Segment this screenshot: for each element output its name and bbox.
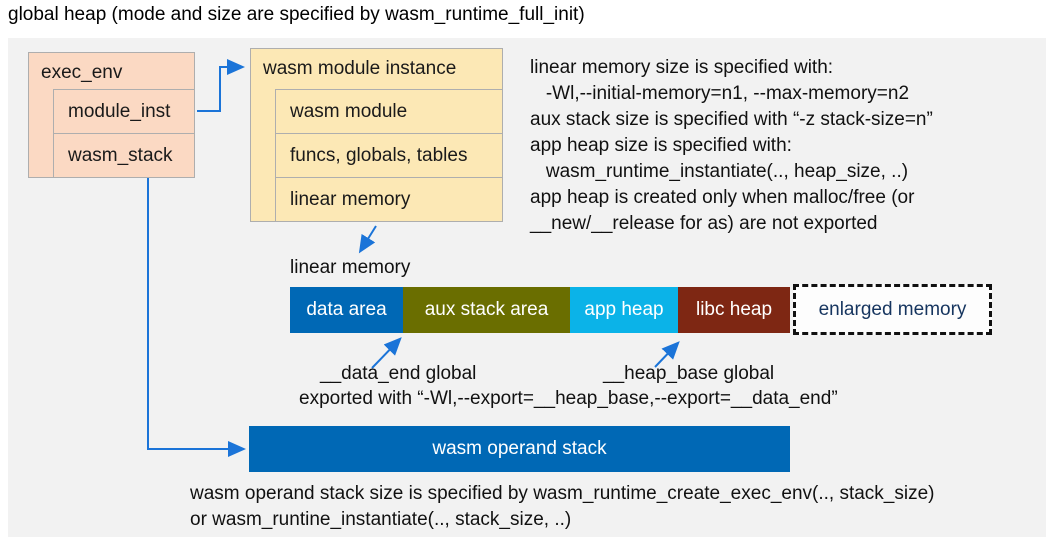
note-line: app heap is created only when malloc/fre… [530,187,915,208]
note-line: or wasm_runtine_instantiate(.., stack_si… [190,509,572,530]
heap-base-global-label: __heap_base global [603,363,775,384]
wasm-operand-stack-bar: wasm operand stack [249,426,790,472]
memory-size-notes: linear memory size is specified with: -W… [530,55,933,237]
note-line: app heap size is specified with: [530,135,792,156]
note-line: linear memory size is specified with: [530,57,834,78]
note-line: wasm operand stack size is specified by … [190,483,935,504]
linear-memory-bar-label: linear memory [290,257,411,278]
wasm-module-instance-label: wasm module instance [263,58,457,79]
wasm-module-box: wasm module [275,89,503,134]
wasm-stack-box: wasm_stack [53,133,195,178]
note-line: wasm_runtime_instantiate(.., heap_size, … [530,161,909,182]
note-line: -Wl,--initial-memory=n1, --max-memory=n2 [530,83,910,104]
segment-app-heap: app heap [570,287,678,333]
module-inst-box: module_inst [53,89,195,134]
operand-stack-notes: wasm operand stack size is specified by … [190,481,935,533]
linear-memory-box: linear memory [275,177,503,222]
exported-with-label: exported with “-Wl,--export=__heap_base,… [299,388,838,409]
data-end-global-label: __data_end global [320,363,477,384]
segment-enlarged-memory: enlarged memory [793,284,992,335]
funcs-globals-tables-box: funcs, globals, tables [275,133,503,178]
note-line: aux stack size is specified with “-z sta… [530,109,933,130]
segment-aux-stack-area: aux stack area [403,287,570,333]
diagram-title: global heap (mode and size are specified… [8,4,585,25]
segment-libc-heap: libc heap [678,287,790,333]
note-line: __new/__release for as) are not exported [530,213,878,234]
exec-env-label: exec_env [41,62,123,83]
segment-data-area: data area [290,287,403,333]
